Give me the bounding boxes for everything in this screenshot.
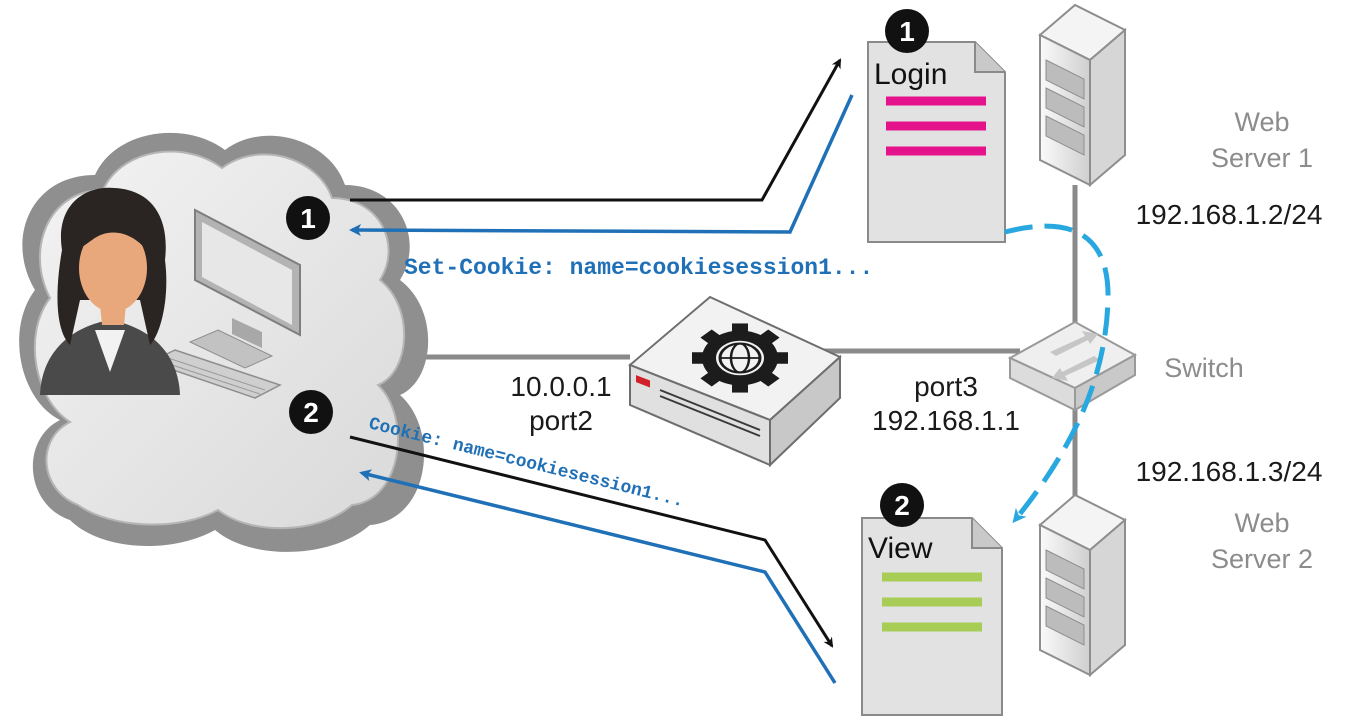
view-document: View 2 bbox=[861, 483, 1003, 716]
view-content-lines bbox=[882, 572, 982, 632]
flow-arrows bbox=[349, 58, 1111, 684]
web-server-2-label-line1: Web bbox=[1234, 508, 1289, 538]
web-server-1 bbox=[1038, 3, 1127, 188]
document-icon bbox=[867, 41, 1006, 243]
user-avatar-icon bbox=[40, 187, 180, 395]
request-arrow-view bbox=[349, 435, 834, 648]
web-server-1-ip: 192.168.1.2/24 bbox=[1136, 199, 1323, 230]
web-server-2-label-line2: Server 2 bbox=[1211, 544, 1313, 574]
svg-text:1: 1 bbox=[300, 203, 316, 234]
client-cloud bbox=[19, 132, 429, 552]
login-step-badge: 1 bbox=[885, 9, 929, 53]
view-step-badge: 2 bbox=[880, 483, 924, 527]
network-switch-icon bbox=[1007, 320, 1138, 412]
gear-globe-icon bbox=[692, 323, 788, 393]
switch-label: Switch bbox=[1164, 353, 1244, 383]
set-cookie-message: Set-Cookie: name=cookiesession1... bbox=[404, 255, 873, 281]
server-tower-icon bbox=[1038, 3, 1127, 188]
response-arrow-login bbox=[349, 94, 854, 237]
document-icon bbox=[861, 517, 1003, 716]
fortigate-right-ip: 192.168.1.1 bbox=[872, 405, 1020, 436]
web-server-1-label-line1: Web bbox=[1234, 107, 1289, 137]
svg-text:2: 2 bbox=[894, 490, 910, 521]
cloud-step-badge-1: 1 bbox=[286, 196, 330, 240]
fortigate-appliance-icon bbox=[628, 295, 842, 468]
login-document-title: Login bbox=[874, 58, 947, 91]
fortigate-right-port: port3 bbox=[914, 371, 978, 402]
session-persistence-arrow bbox=[1004, 223, 1111, 524]
view-document-title: View bbox=[868, 532, 933, 565]
request-arrow-login bbox=[350, 58, 842, 202]
response-arrow-view bbox=[359, 469, 837, 684]
login-document: Login 1 bbox=[867, 9, 1006, 243]
web-server-2-ip: 192.168.1.3/24 bbox=[1136, 456, 1323, 487]
web-server-1-label-line2: Server 1 bbox=[1211, 143, 1313, 173]
web-server-2 bbox=[1038, 493, 1127, 678]
monitor-icon bbox=[188, 208, 301, 369]
fortigate-left-port: port2 bbox=[529, 405, 593, 436]
login-content-lines bbox=[886, 96, 986, 156]
svg-text:1: 1 bbox=[899, 16, 915, 47]
fortigate-left-ip: 10.0.0.1 bbox=[510, 371, 611, 402]
cloud-step-badge-2: 2 bbox=[289, 390, 333, 434]
svg-text:2: 2 bbox=[303, 397, 319, 428]
server-tower-icon bbox=[1038, 493, 1127, 678]
